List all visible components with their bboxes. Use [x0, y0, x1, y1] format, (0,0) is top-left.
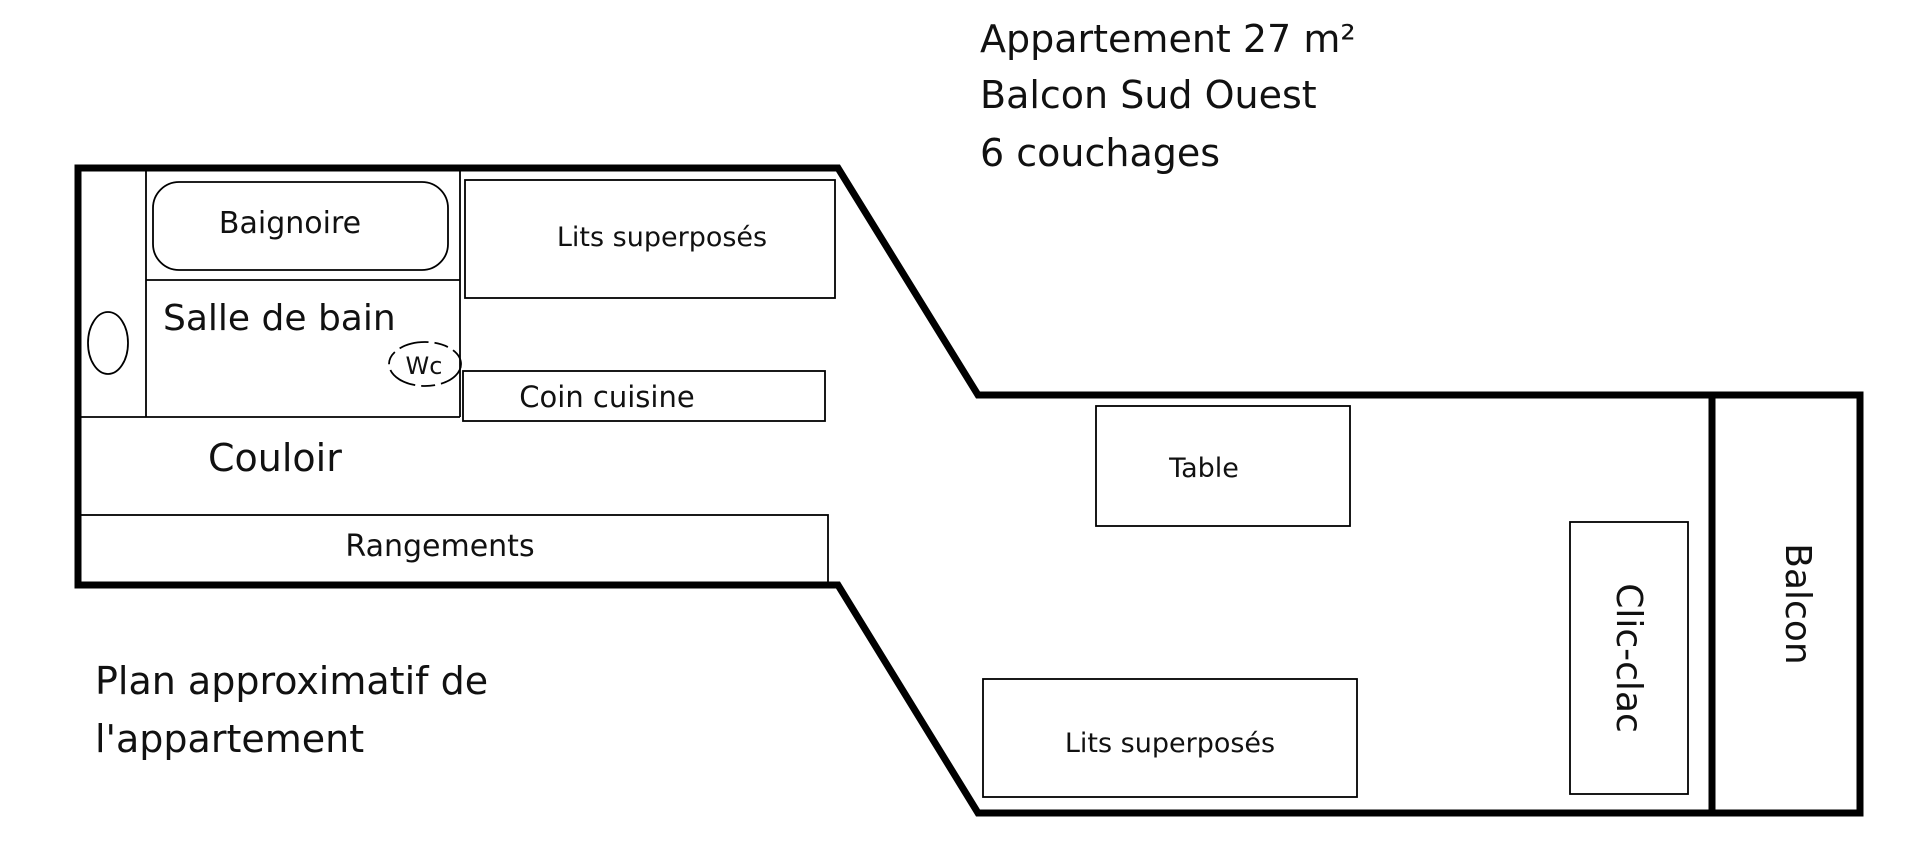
- storage-label: Rangements: [345, 529, 534, 564]
- balcony-outline: [1708, 391, 1864, 817]
- bathroom-label: Salle de bain: [163, 298, 396, 339]
- table-label: Table: [1168, 453, 1239, 484]
- washbasin-icon: [87, 311, 129, 375]
- bathtub-shape: [152, 181, 449, 271]
- wc-label: Wc: [406, 352, 443, 380]
- balcony-label: Balcon: [1777, 543, 1818, 664]
- kitchen-label: Coin cuisine: [519, 380, 694, 414]
- bunk-beds-bottom-label: Lits superposés: [1065, 728, 1275, 759]
- kitchen-counter: [462, 370, 826, 422]
- wc-icon: [388, 341, 462, 387]
- caption-line-1: Plan approximatif de: [95, 659, 488, 703]
- bunk-beds-top-label: Lits superposés: [557, 222, 767, 253]
- caption-line-2: l'appartement: [95, 717, 364, 761]
- storage-unit: [79, 514, 829, 586]
- sofa-bed-label: Clic-clac: [1608, 583, 1649, 733]
- sofa-bed: [1569, 521, 1689, 795]
- bathtub-label: Baignoire: [219, 206, 361, 241]
- info-balcony: Balcon Sud Ouest: [980, 73, 1317, 117]
- bunk-beds-bottom: [982, 678, 1358, 798]
- corridor-label: Couloir: [208, 436, 342, 480]
- info-sleeping: 6 couchages: [980, 131, 1220, 175]
- bunk-beds-top: [464, 179, 836, 299]
- info-area: Appartement 27 m²: [980, 17, 1356, 61]
- table-shape: [1095, 405, 1351, 527]
